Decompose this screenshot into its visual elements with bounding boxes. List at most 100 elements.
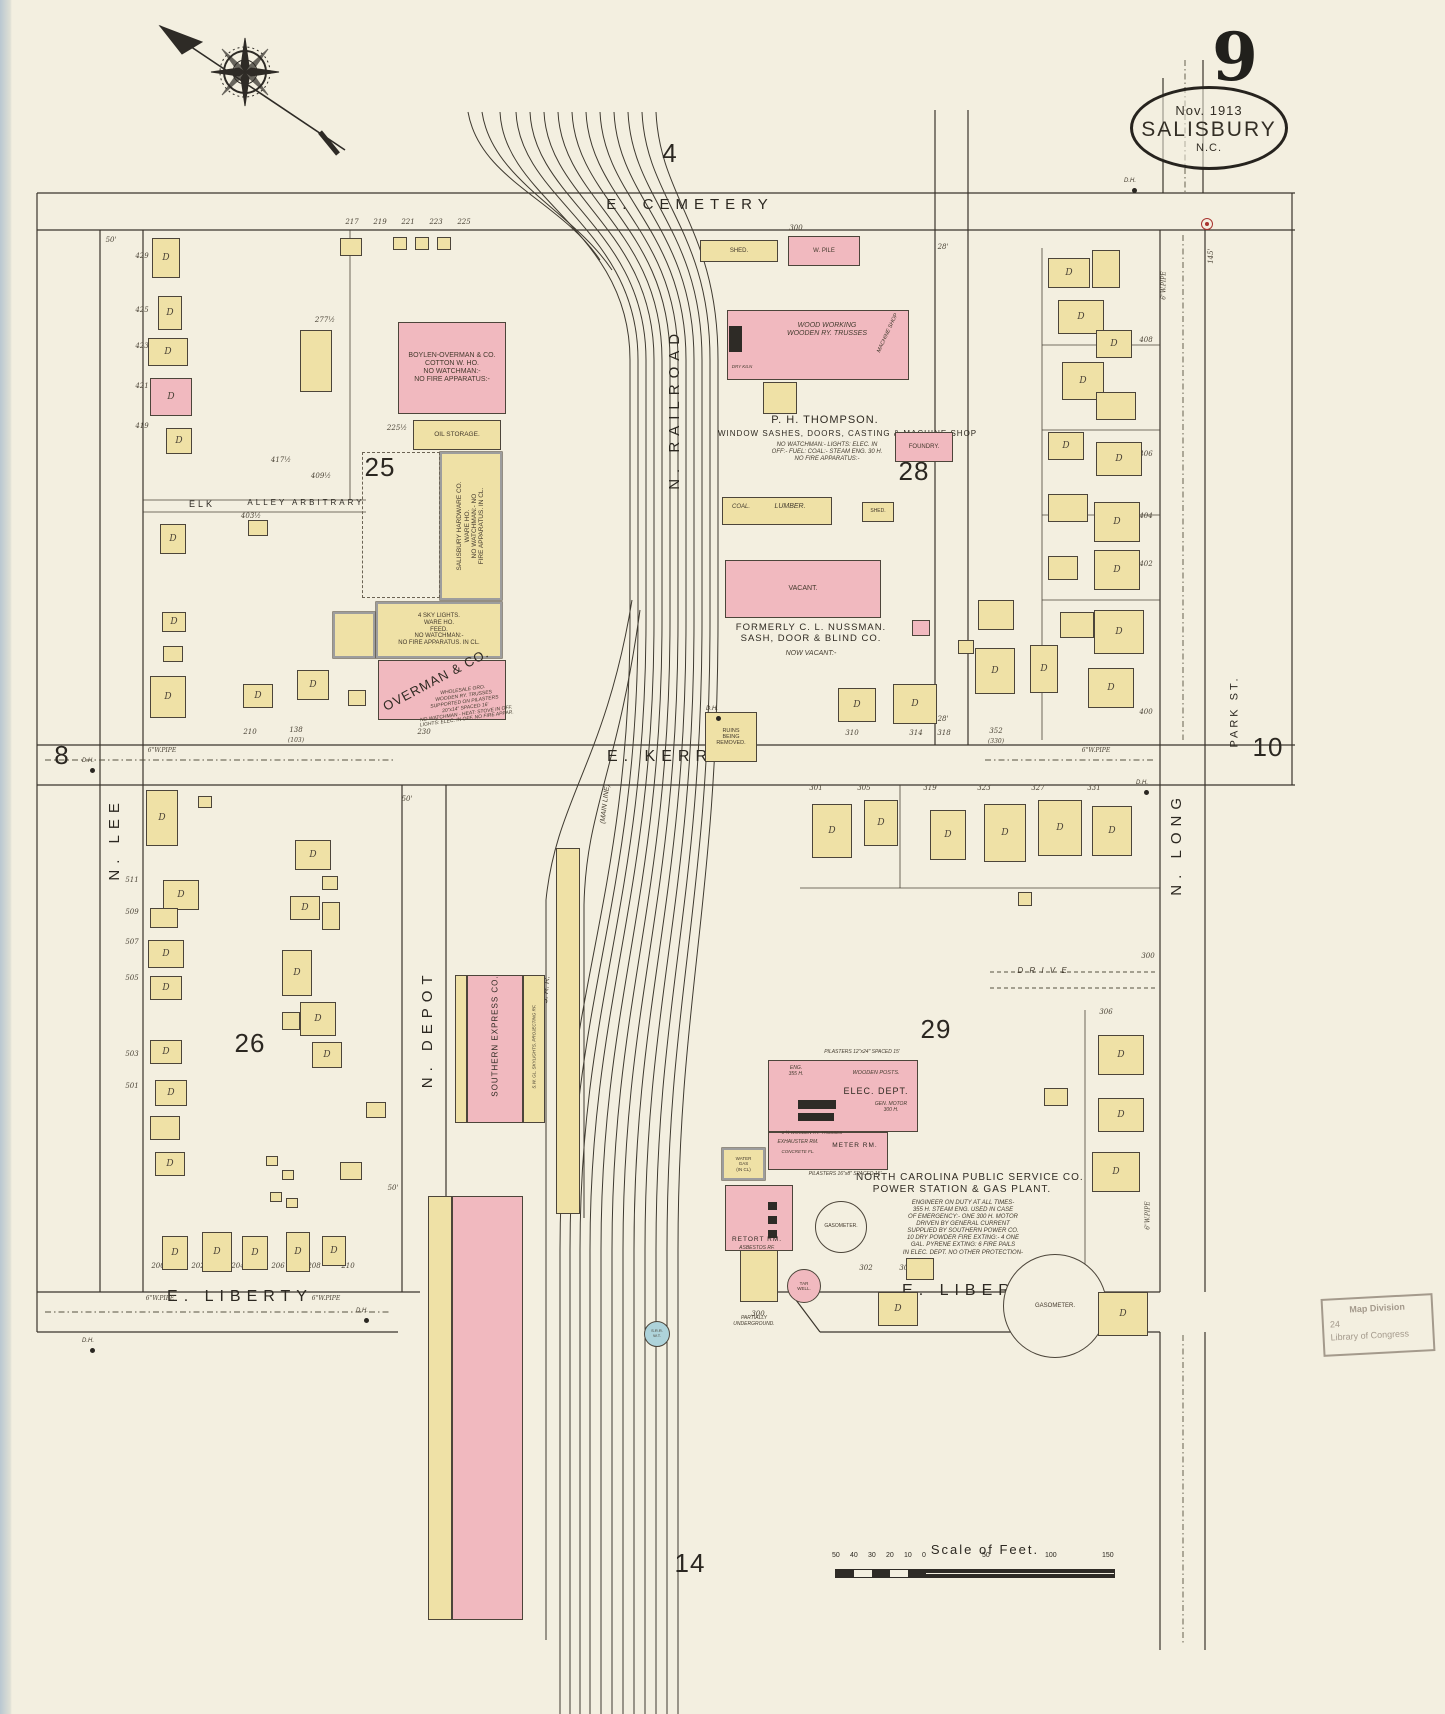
building-oil-storage: OIL STORAGE.: [413, 420, 501, 450]
width-mark: 50': [401, 795, 413, 803]
house-number: 210: [243, 728, 257, 736]
dwelling: D: [300, 1002, 336, 1036]
house-number: 217: [345, 218, 359, 226]
dwelling: D: [162, 612, 186, 632]
outbuilding: [322, 876, 338, 890]
label-wooden-posts: WOODEN POSTS.: [852, 1070, 900, 1076]
label-wooden-trusses: 1-½ WOODEN RY. TRUSSES: [781, 1130, 843, 1135]
label-nc-public-service: NORTH CAROLINA PUBLIC SERVICE CO.POWER S…: [856, 1172, 1084, 1195]
outbuilding: [978, 600, 1014, 630]
library-stamp: Map Division 24 Library of Congress: [1320, 1293, 1436, 1357]
dwelling: D: [163, 880, 199, 910]
label-concrete: CONCRETE FL.: [781, 1149, 815, 1154]
outbuilding: [1048, 494, 1088, 522]
label-ph-thompson-sub: WINDOW SASHES, DOORS, CASTING & MACHINE …: [718, 429, 978, 438]
label-dh: D.H.: [82, 1338, 94, 1344]
dwelling: D: [1098, 1292, 1148, 1336]
house-number: 507: [125, 938, 139, 946]
dwelling: D: [146, 790, 178, 846]
water-pipe-label: 6"W.PIPE: [311, 1295, 341, 1302]
compass-rose-icon: [158, 24, 346, 156]
building-overman-wholesale-grocery: [378, 660, 506, 720]
building-salisbury-hardware-warehouse: SALISBURY HARDWARE CO.WARE HO.NO WATCHMA…: [440, 452, 502, 600]
building-thompson-annex: [763, 382, 797, 414]
label-asbestos: ASBESTOS RF.: [739, 1245, 775, 1251]
block-number-25: 25: [364, 452, 396, 482]
house-number: 300: [751, 1310, 765, 1318]
dwelling: D: [893, 684, 937, 724]
label-exhauster: EXHAUSTER RM.: [777, 1139, 819, 1145]
dwelling: D: [150, 378, 192, 416]
width-mark: 50': [105, 236, 117, 244]
house-number: 206: [271, 1262, 285, 1270]
block-number-14: 14: [674, 1548, 706, 1578]
gasometer-large: GASOMETER.: [1003, 1254, 1107, 1358]
label-ncps-notes: ENGINEER ON DUTY AT ALL TIMES-355 H. STE…: [902, 1200, 1024, 1256]
dwelling: D: [1094, 550, 1140, 590]
hydrant-dot: [364, 1318, 369, 1323]
block-number-10: 10: [1252, 732, 1284, 762]
fire-alarm-box: [1201, 218, 1213, 230]
building-300-liberty: [740, 1250, 778, 1302]
house-number: 302: [859, 1264, 873, 1272]
label-pilasters-top: PILASTERS 12"x24" SPACED 15': [824, 1049, 900, 1055]
dwelling: D: [295, 840, 331, 870]
building-vacant-nussman: VACANT.: [725, 560, 881, 618]
dwelling: D: [984, 804, 1026, 862]
house-number: (103): [287, 737, 305, 744]
dwelling: D: [160, 524, 186, 554]
outbuilding: [366, 1102, 386, 1118]
outbuilding: [340, 1162, 362, 1180]
scale-tick-label: 30: [868, 1552, 876, 1559]
dwelling: D: [975, 648, 1015, 694]
house-number: 503: [125, 1050, 139, 1058]
dwelling: D: [150, 976, 182, 1000]
outbuilding: [1092, 250, 1120, 288]
dwelling: D: [322, 1236, 346, 1266]
street-label-e-cemetery: E. CEMETERY: [606, 196, 774, 213]
house-number: 423: [135, 342, 149, 350]
street-label-n-railroad: N. RAILROAD: [666, 327, 684, 490]
house-number: 352: [989, 727, 1003, 735]
outbuilding: [1048, 556, 1078, 580]
dwelling: D: [290, 896, 320, 920]
block-number-26: 26: [234, 1028, 266, 1058]
dwelling: D: [166, 428, 192, 454]
southern-express-right-strip: [523, 975, 545, 1123]
dwelling: D: [242, 1236, 268, 1270]
dwelling: D: [1098, 1098, 1144, 1132]
block-number-29: 29: [920, 1014, 952, 1044]
outbuilding: [198, 796, 212, 808]
dwelling: D: [150, 676, 186, 718]
dwelling: D: [930, 810, 966, 860]
outbuilding: [958, 640, 974, 654]
dwelling: D: [1048, 258, 1090, 288]
scale-tick-label: 0: [922, 1552, 926, 1559]
title-date: Nov. 1913: [1175, 102, 1243, 118]
street-label-n-long: N. LONG: [1168, 792, 1186, 896]
street-label-park-st: PARK ST.: [1228, 675, 1241, 748]
house-number: 200: [151, 1262, 165, 1270]
engine-block: [798, 1100, 836, 1109]
label-skylights: S.W. GL. SKYLIGHTS. PROJECTING RF.: [531, 1004, 537, 1089]
outbuilding: [150, 908, 178, 928]
house-number: 425: [135, 306, 149, 314]
block-number-8: 8: [54, 740, 70, 770]
outbuilding: [248, 520, 268, 536]
label-ph-thompson: P. H. THOMPSON.: [771, 414, 879, 426]
outbuilding: [415, 237, 429, 250]
house-number: 421: [135, 382, 149, 390]
house-number: 300: [1141, 952, 1155, 960]
house-number: 406: [1139, 450, 1153, 458]
dwelling: D: [1092, 1152, 1140, 1192]
label-dh: D.H.: [356, 1308, 368, 1314]
house-number: 204: [231, 1262, 245, 1270]
street-label-n-depot: N. DEPOT: [419, 969, 437, 1089]
house-number: 219: [373, 218, 387, 226]
label-elec-dept: ELEC. DEPT.: [843, 1086, 909, 1096]
scan-edge: [0, 0, 12, 1714]
house-number: 409½: [310, 472, 332, 480]
